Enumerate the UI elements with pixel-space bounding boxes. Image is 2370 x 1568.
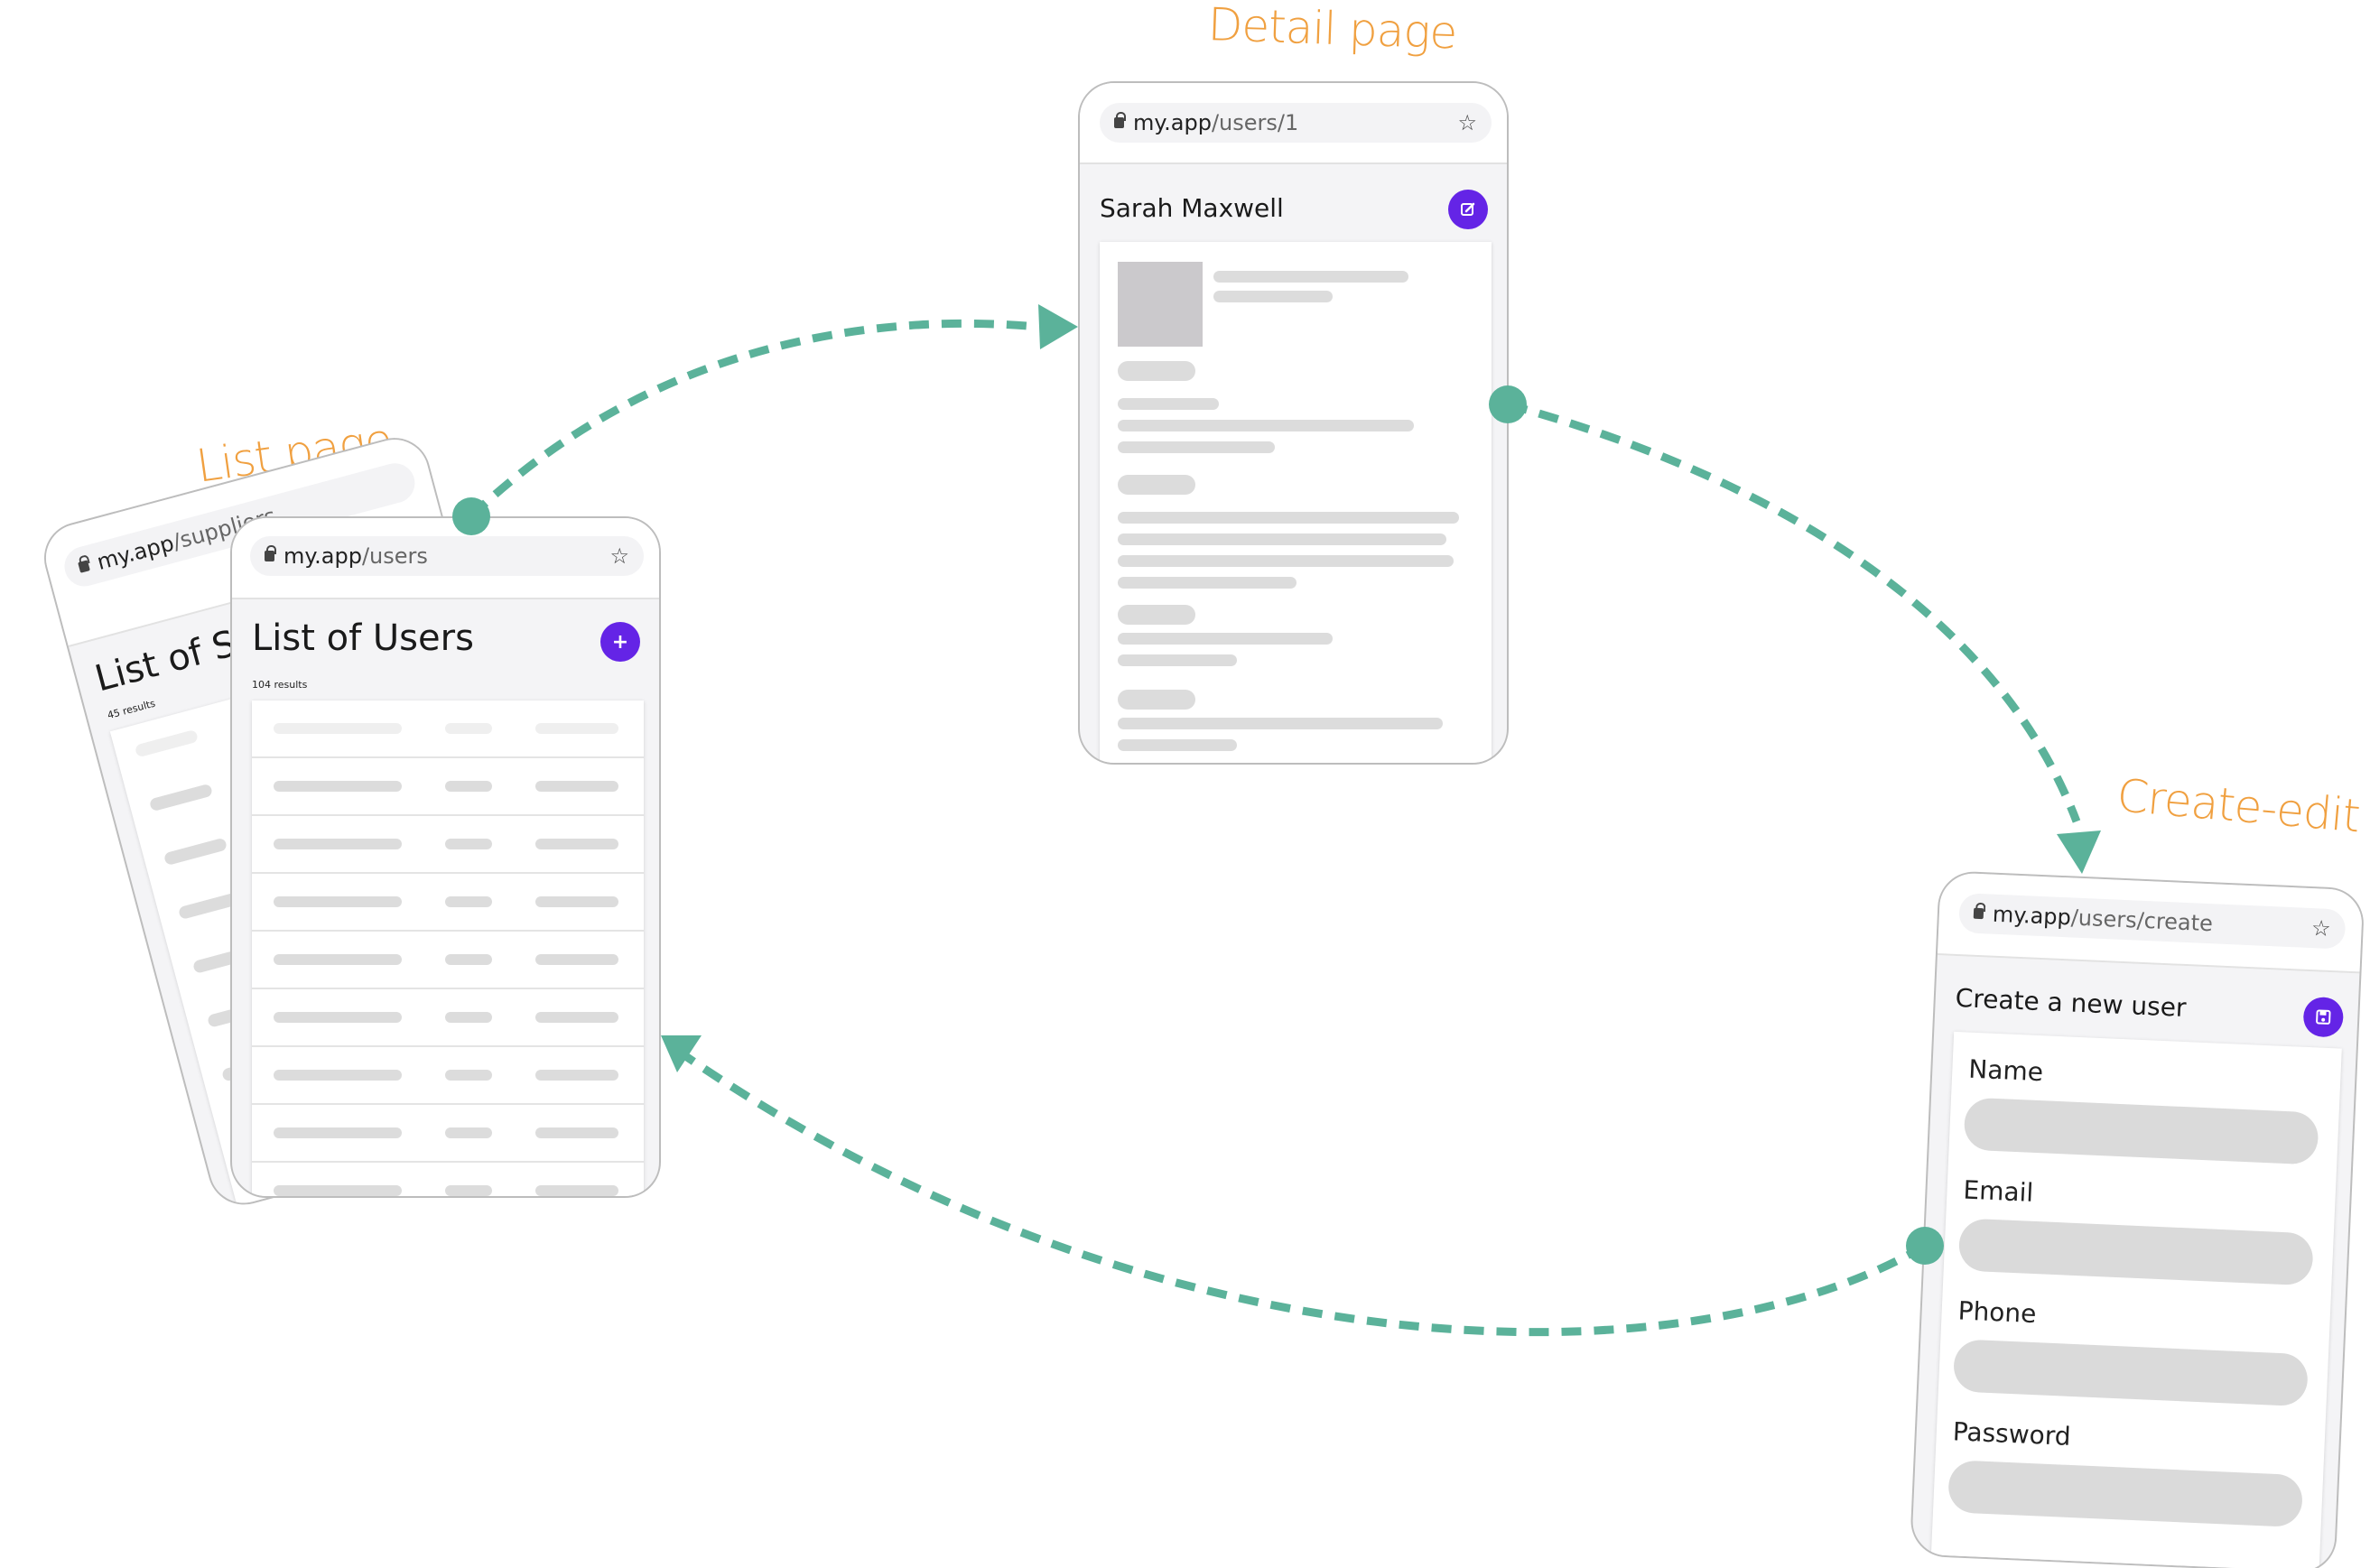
create-phone: my.app /users/create ☆ Create a new user… [1909,870,2365,1568]
lock-icon [265,545,276,561]
list-url-bar[interactable]: my.app /users ☆ [250,536,644,576]
arrow-list-to-detail [468,319,1039,520]
detail-url-bar[interactable]: my.app /users/1 ☆ [1100,103,1492,143]
detail-card [1100,242,1492,763]
edit-button[interactable] [1448,190,1488,229]
detail-page-title: Sarah Maxwell [1100,193,1284,223]
plus-icon: + [611,630,629,654]
connector-detail [1489,385,1527,423]
list-results-count: 104 results [252,679,308,691]
url-domain: my.app [283,543,362,569]
arrowhead-create [2057,830,2101,874]
save-icon [2316,1009,2331,1025]
star-icon[interactable]: ☆ [609,543,629,569]
table-row[interactable] [252,1105,644,1163]
table-row[interactable] [252,989,644,1047]
users-table [252,700,644,1196]
table-row[interactable] [252,874,644,932]
save-button[interactable] [2302,996,2345,1038]
lock-icon [1114,112,1126,128]
table-row[interactable] [252,758,644,816]
table-row[interactable] [252,816,644,874]
table-row[interactable] [252,700,644,758]
connector-create [1906,1227,1944,1265]
table-row[interactable] [252,1163,644,1196]
arrowhead-list [661,1035,702,1072]
connector-list [452,497,490,535]
arrow-detail-to-create [1506,400,2081,823]
list-page-title: List of Users [252,617,474,659]
arrow-create-to-list [670,1044,1928,1337]
star-icon[interactable]: ☆ [1457,110,1477,135]
url-domain: my.app [1133,110,1212,135]
url-path: /users/1 [1211,110,1299,135]
url-path: /users [361,543,428,569]
add-user-button[interactable]: + [600,622,640,662]
table-row[interactable] [252,1047,644,1105]
avatar-placeholder [1118,262,1203,347]
detail-phone: my.app /users/1 ☆ Sarah Maxwell [1078,81,1509,765]
list-phone: my.app /users ☆ List of Users + 104 resu… [230,516,661,1198]
table-row[interactable] [252,932,644,989]
arrowhead-detail [1038,304,1078,349]
edit-icon [1461,202,1475,216]
